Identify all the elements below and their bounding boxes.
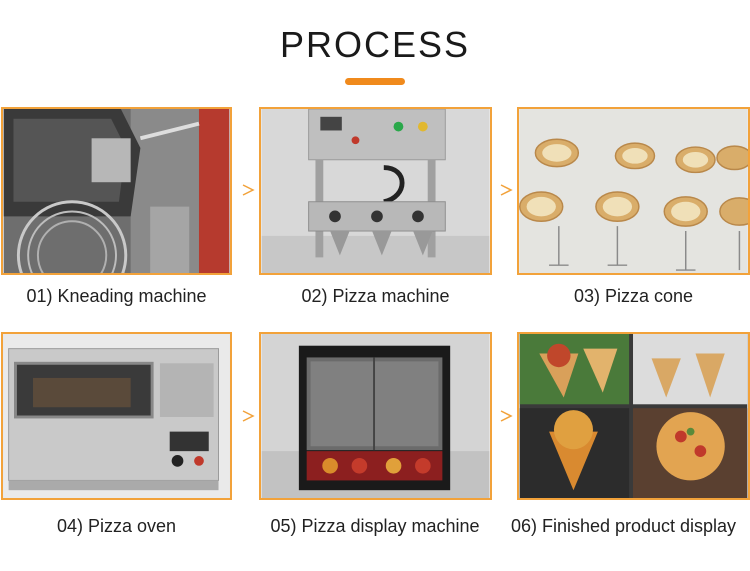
- step-3-caption: 03) Pizza cone: [573, 286, 694, 306]
- step-2-image: [259, 107, 492, 275]
- title-underline: [345, 78, 405, 85]
- page-title: PROCESS: [279, 24, 471, 65]
- step-6-caption: 06) Finished product display: [510, 516, 737, 536]
- step-4-caption: 04) Pizza oven: [56, 516, 177, 536]
- step-1-caption: 01) Kneading machine: [26, 286, 207, 306]
- step-3-image: [517, 107, 750, 275]
- step-1-image: [1, 107, 232, 275]
- kneading-machine-photo: [3, 109, 230, 273]
- step-2-caption: 02) Pizza machine: [301, 286, 450, 306]
- step-5-caption: 05) Pizza display machine: [270, 516, 480, 536]
- step-6-image: [517, 332, 750, 500]
- arrow-2-icon: [500, 184, 513, 196]
- arrow-1-icon: [242, 184, 255, 196]
- finished-pizza-cones-collage-photo: [519, 334, 748, 498]
- arrow-3-icon: [242, 410, 255, 422]
- pizza-cones-on-stands-photo: [519, 109, 748, 273]
- pizza-cone-forming-machine-photo: [261, 109, 490, 273]
- step-5-image: [259, 332, 492, 500]
- step-4-image: [1, 332, 232, 500]
- pizza-oven-photo: [3, 334, 230, 498]
- arrow-4-icon: [500, 410, 513, 422]
- display-cabinet-photo: [261, 334, 490, 498]
